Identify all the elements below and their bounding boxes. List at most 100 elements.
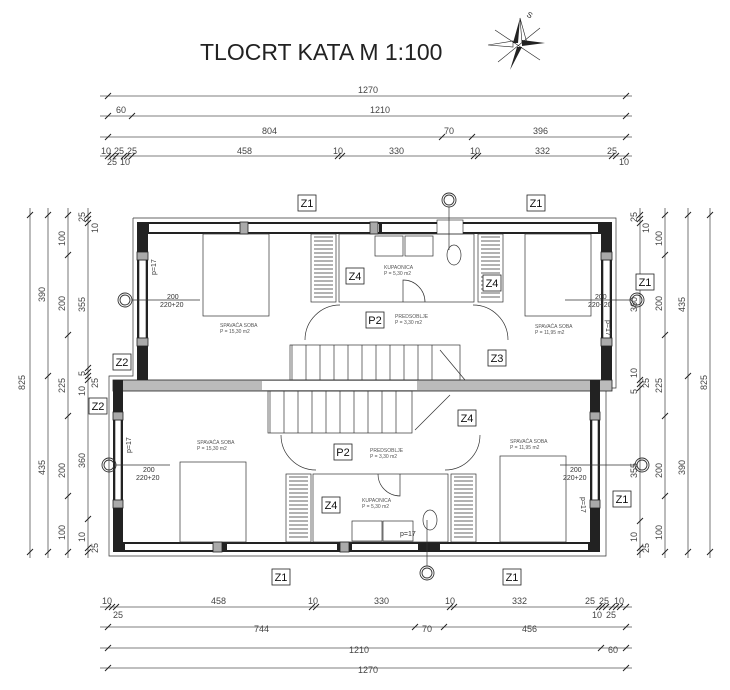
- window-labels: 200 220+20 200 220+20 200 220+20 200 220…: [126, 259, 612, 538]
- room-area: P = 11,95 m2: [510, 445, 540, 451]
- dim-text: 25: [77, 212, 87, 222]
- dim-text: 10: [614, 596, 624, 606]
- dimension-tick: [44, 548, 52, 556]
- room-name: SPAVAĆA SOBA: [197, 439, 235, 446]
- dim-text: 804: [262, 126, 277, 136]
- dim-text: 100: [57, 525, 67, 540]
- dimension-tick: [438, 133, 446, 141]
- dim-text: 10: [629, 368, 639, 378]
- room-name: KUPAONICA: [384, 265, 414, 271]
- dim-text: 360: [77, 453, 87, 468]
- dim-text: 25: [641, 378, 651, 388]
- dim-text: 25: [90, 378, 100, 388]
- dim-text: 435: [37, 460, 47, 475]
- dimension-tick: [64, 412, 72, 420]
- bed: [524, 233, 592, 317]
- window-sill: p=17: [151, 259, 158, 275]
- room-area: P = 11,95 m2: [535, 330, 565, 336]
- dimension-tick: [308, 603, 316, 611]
- dim-text: 355: [77, 297, 87, 312]
- dimension-tick: [104, 644, 112, 652]
- dimension-tick: [84, 548, 92, 556]
- window-height: 220+20: [563, 475, 587, 482]
- dim-text: 10: [470, 146, 480, 156]
- staircase: [289, 344, 461, 381]
- dim-text: 825: [699, 375, 709, 390]
- dimension-tick: [597, 644, 605, 652]
- dimension-tick: [64, 548, 72, 556]
- dimension-tick: [84, 544, 92, 552]
- tag-label: Z1: [639, 277, 652, 289]
- dimension-tick: [120, 152, 128, 160]
- element-tag-z4: Z4: [321, 496, 341, 514]
- dim-text: 25: [107, 157, 117, 167]
- dim-text: 70: [422, 624, 432, 634]
- dimension-tick: [706, 211, 714, 219]
- room-name: SPAVAĆA SOBA: [510, 438, 548, 445]
- window-height: 220+20: [588, 302, 612, 309]
- dim-text: 330: [374, 596, 389, 606]
- north-arrow-icon: S: [487, 10, 545, 70]
- window-sill: p=17: [400, 531, 416, 538]
- window-width: 200: [143, 467, 155, 474]
- dimension-tick: [104, 112, 112, 120]
- dimension-tick: [108, 603, 116, 611]
- dimension-tick: [104, 623, 112, 631]
- dim-text: 10: [77, 386, 87, 396]
- dimension-tick: [622, 152, 630, 160]
- window-width: 200: [595, 294, 607, 301]
- dimension-tick: [661, 331, 669, 339]
- dimension-tick: [64, 251, 72, 259]
- dim-text: 25: [641, 543, 651, 553]
- window-width: 200: [570, 467, 582, 474]
- dimension-tick: [84, 364, 92, 372]
- dimension-tick: [312, 603, 320, 611]
- tag-label: Z4: [325, 500, 338, 512]
- interior: [179, 233, 592, 543]
- room-name: PREDSOBLJE: [395, 314, 429, 320]
- tag-label: Z1: [616, 494, 629, 506]
- tag-label: Z1: [506, 572, 519, 584]
- element-tag-z4: Z4: [345, 267, 365, 285]
- dimension-tick: [622, 133, 630, 141]
- dim-text: 100: [57, 231, 67, 246]
- element-tag-z4: Z4: [457, 409, 477, 427]
- dimension-tick: [84, 211, 92, 219]
- dim-text: 10: [619, 157, 629, 167]
- dimension-tick: [104, 152, 112, 160]
- tag-label: Z4: [349, 271, 362, 283]
- element-tag-z1: Z1: [526, 194, 546, 212]
- dimension-tick: [128, 152, 136, 160]
- dim-text: 5: [629, 389, 639, 394]
- tag-label: Z4: [486, 278, 499, 290]
- dimension-tick: [622, 112, 630, 120]
- dim-text: 458: [237, 146, 252, 156]
- dimension-tick: [26, 548, 34, 556]
- window-sill: p=17: [604, 320, 611, 336]
- dimension-tick: [44, 372, 52, 380]
- room-name: SPAVAĆA SOBA: [535, 323, 573, 330]
- dim-text: 25: [113, 610, 123, 620]
- dim-text: 332: [512, 596, 527, 606]
- dimension-tick: [338, 152, 346, 160]
- dimension-tick: [104, 92, 112, 100]
- element-tag-z3: Z3: [487, 349, 507, 367]
- bottom-dimensions: 10 25 458 10 330 10 332 25 10 25 25 10 7…: [102, 596, 624, 675]
- dimension-tick: [104, 603, 112, 611]
- dimension-tick: [334, 152, 342, 160]
- room-area: P = 5,30 m2: [384, 271, 411, 277]
- bed: [179, 461, 247, 543]
- tag-label: Z1: [530, 198, 543, 210]
- dimension-tick: [26, 211, 34, 219]
- element-tag-z1: Z1: [635, 273, 655, 291]
- dimension-tick: [123, 152, 131, 160]
- dimension-tick: [616, 603, 624, 611]
- dimension-tick: [661, 412, 669, 420]
- dim-text: 200: [57, 296, 67, 311]
- dimension-tick: [84, 515, 92, 523]
- tag-label: P2: [368, 315, 381, 327]
- dim-text: 744: [254, 624, 269, 634]
- dimension-tick: [622, 644, 630, 652]
- tag-label: Z2: [116, 357, 129, 369]
